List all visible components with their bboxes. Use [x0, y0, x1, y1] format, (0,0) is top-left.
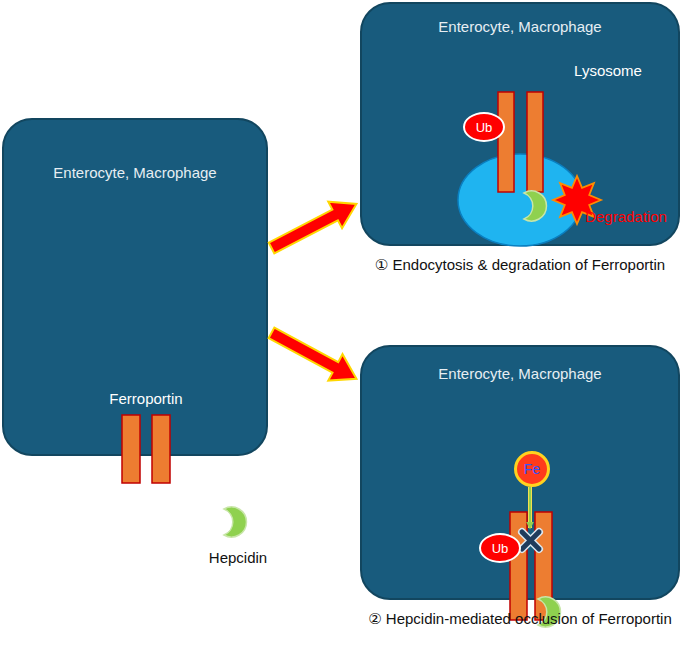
- process-label: Degradation: [585, 208, 667, 225]
- cell-title: Enterocyte, Macrophage: [362, 18, 678, 35]
- ubiquitin-text: Ub: [476, 120, 493, 135]
- hepcidin-shape: [524, 191, 546, 221]
- ferroportin-bar: [122, 415, 140, 483]
- hepcidin-crescent: [224, 507, 246, 537]
- hepcidin-shape: [538, 597, 560, 627]
- degradation-star: [553, 176, 601, 224]
- ubiquitin-tag: Ub: [479, 533, 521, 563]
- hepcidin-crescent: [538, 597, 560, 627]
- ferroportin-bar: [498, 92, 514, 192]
- ferroportin-bar: [510, 512, 527, 620]
- ferroportin-bar: [152, 415, 170, 483]
- transition-arrow: [269, 202, 357, 254]
- organelle-label: Lysosome: [574, 62, 642, 79]
- hepcidin-shape: [224, 507, 246, 537]
- cell-box: FeUbEnterocyte, Macrophage② Hepcidin-med…: [360, 345, 680, 600]
- protein-label: Hepcidin: [209, 549, 267, 566]
- block-mark-stroke: [522, 532, 539, 549]
- ferroportin-bar: [535, 512, 552, 620]
- iron-path-outline: [528, 487, 532, 528]
- hepcidin-crescent: [524, 191, 546, 221]
- iron-ion: Fe: [514, 451, 550, 487]
- figure-caption: ② Hepcidin-mediated occlusion of Ferropo…: [362, 610, 678, 628]
- iron-path-arrow: [529, 487, 531, 528]
- block-mark-outline: [522, 532, 539, 549]
- lysosome-ellipse: [458, 154, 582, 246]
- ubiquitin-text: Ub: [492, 541, 509, 556]
- ferroportin-bar: [527, 92, 543, 192]
- ubiquitin-tag: Ub: [463, 112, 505, 142]
- transition-arrow: [269, 328, 357, 381]
- block-mark: [522, 532, 539, 549]
- iron-text: Fe: [524, 461, 540, 477]
- protein-label: Ferroportin: [109, 390, 182, 407]
- figure-caption: ① Endocytosis & degradation of Ferroport…: [362, 256, 678, 274]
- block-mark-stroke: [522, 532, 539, 549]
- block-mark-outline: [522, 532, 539, 549]
- cell-title: Enterocyte, Macrophage: [4, 164, 266, 181]
- cell-title: Enterocyte, Macrophage: [362, 365, 678, 382]
